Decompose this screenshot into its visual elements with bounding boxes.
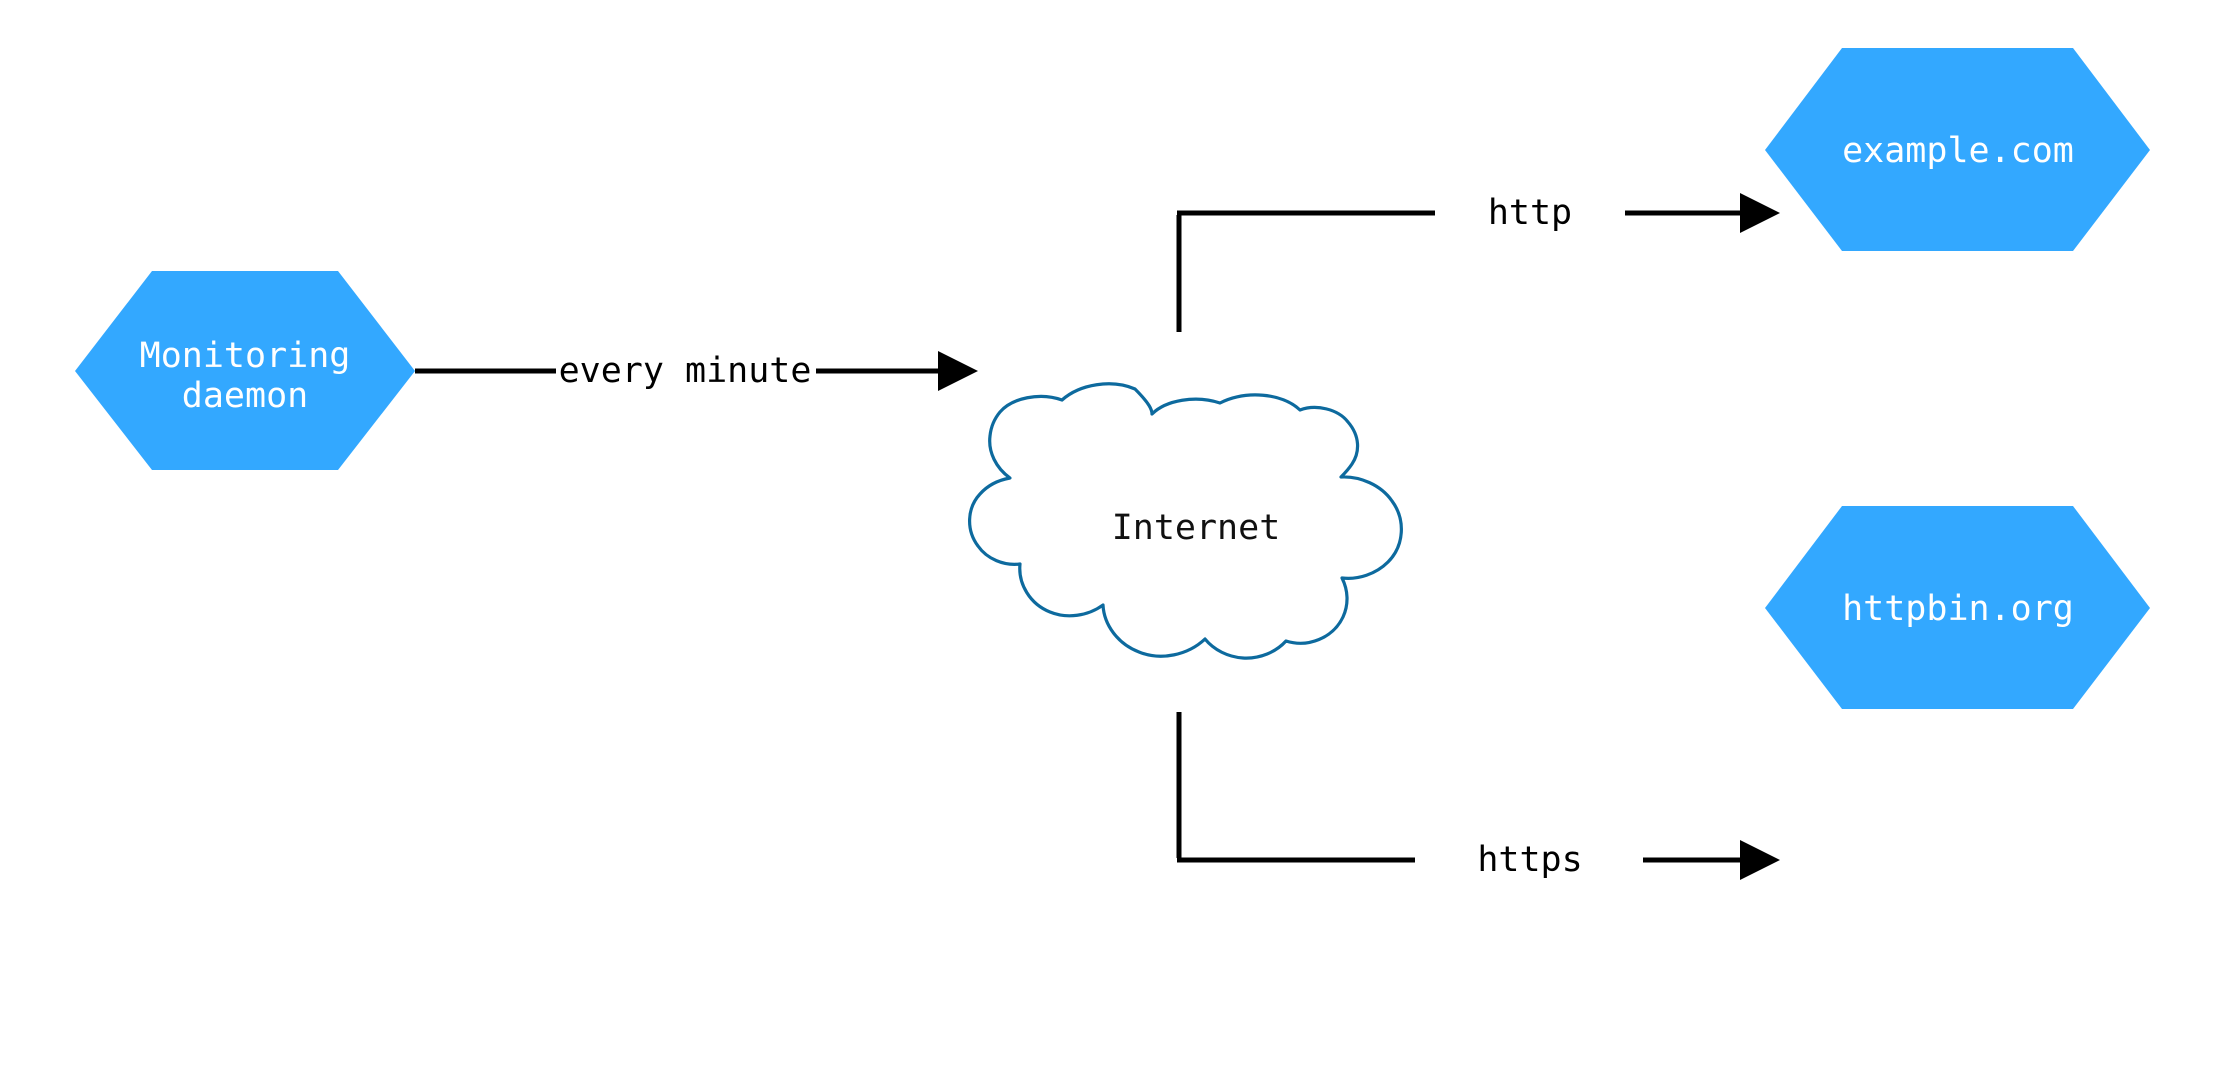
node-label-example-com: example.com bbox=[1842, 131, 2074, 171]
hexagon-shape bbox=[75, 271, 415, 470]
node-monitoring-daemon[interactable]: Monitoring daemon bbox=[75, 271, 415, 470]
arrowhead-icon bbox=[1740, 193, 1780, 233]
arrowhead-icon bbox=[1740, 840, 1780, 880]
cloud-shape bbox=[968, 382, 1403, 660]
hexagon-shape bbox=[1765, 48, 2150, 251]
node-example-com[interactable]: example.com bbox=[1765, 48, 2150, 251]
node-label-internet: Internet bbox=[1112, 508, 1281, 548]
node-label-httpbin-org: httpbin.org bbox=[1842, 589, 2074, 629]
node-internet-cloud[interactable]: Internet bbox=[968, 382, 1403, 660]
edge-internet-to-example[interactable]: http bbox=[1176, 193, 1780, 332]
edge-internet-to-httpbin[interactable]: https bbox=[1176, 712, 1780, 880]
hexagon-shape bbox=[1765, 506, 2150, 709]
edge-label-http: http bbox=[1488, 193, 1572, 233]
edge-label-every-minute: every minute bbox=[559, 351, 812, 391]
edge-daemon-to-internet[interactable]: every minute bbox=[415, 351, 978, 391]
node-httpbin-org[interactable]: httpbin.org bbox=[1765, 506, 2150, 709]
node-label-line-2: daemon bbox=[182, 376, 308, 416]
arrowhead-icon bbox=[938, 351, 978, 391]
node-label-line-1: Monitoring bbox=[140, 336, 351, 376]
edge-label-https: https bbox=[1477, 840, 1582, 880]
